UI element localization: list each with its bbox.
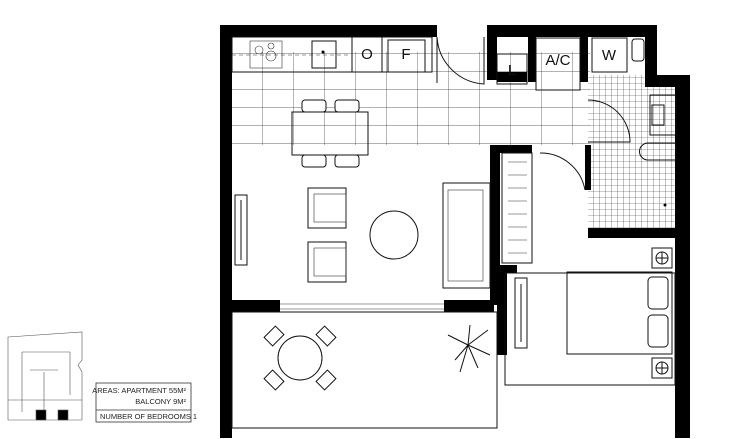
tv-unit — [234, 194, 248, 266]
laundry-label: L — [508, 62, 516, 79]
toilet — [639, 142, 677, 161]
washer-label: W — [602, 47, 617, 64]
washer — [591, 37, 628, 73]
key-plan — [7, 331, 83, 421]
bedside-lamp — [651, 357, 673, 379]
balcony-table — [277, 335, 323, 381]
pillow — [647, 276, 669, 310]
entry-door — [436, 36, 485, 85]
apartment-area: AREAS: APARTMENT 55M² — [92, 386, 186, 395]
air-conditioning-label: A/C — [545, 52, 570, 69]
kitchen-counter: O F — [231, 36, 433, 73]
dining-chairs — [301, 99, 360, 168]
area-legend: AREAS: APARTMENT 55M² BALCONY 9M² NUMBER… — [92, 382, 197, 423]
bedroom-outline — [504, 272, 676, 386]
bedroom-desk — [514, 277, 528, 349]
bedside-lamp — [651, 247, 673, 269]
balcony-area: BALCONY 9M² — [135, 397, 186, 406]
bedroom-door — [539, 152, 586, 191]
balcony-floor — [231, 311, 498, 429]
sofa — [442, 182, 491, 289]
fridge-label: F — [401, 46, 410, 63]
laundry-tub — [631, 38, 645, 62]
plant — [447, 324, 491, 373]
bathroom-floor-tiles — [588, 75, 676, 230]
sliding-door — [280, 303, 444, 310]
oven — [351, 36, 383, 73]
air-conditioning — [535, 37, 581, 91]
shower-drain — [663, 203, 667, 207]
balcony-chairs — [263, 325, 337, 391]
cooktop — [249, 40, 283, 69]
laundry — [496, 53, 528, 85]
bed — [566, 271, 673, 355]
bedroom-count: NUMBER OF BEDROOMS 1 — [100, 412, 197, 421]
dining-table — [291, 111, 369, 156]
sink — [311, 40, 337, 69]
oven-label: O — [361, 46, 373, 63]
vanity-basin — [649, 94, 677, 136]
wardrobe — [501, 152, 533, 264]
bathroom-door — [587, 99, 631, 143]
pillow — [647, 314, 669, 348]
coffee-table — [369, 210, 419, 260]
walls — [220, 25, 690, 438]
fridge — [387, 39, 426, 73]
